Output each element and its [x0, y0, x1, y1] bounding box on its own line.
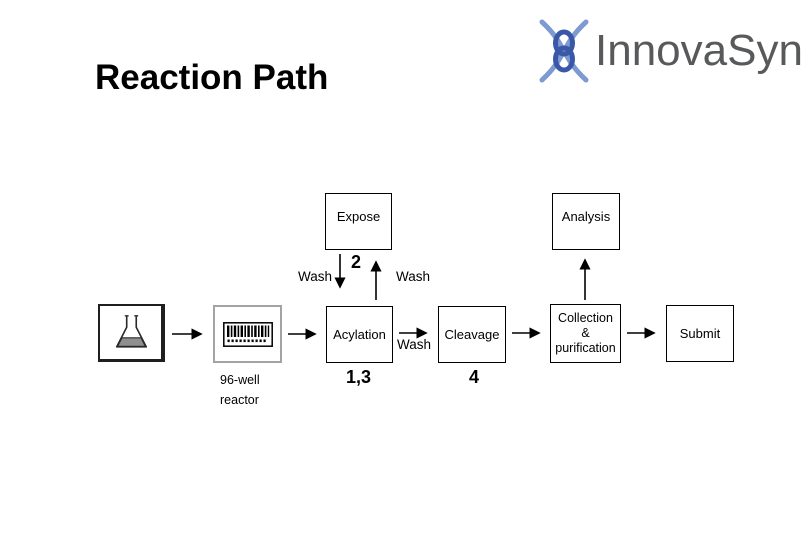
innovasyn-logo: InnovaSyn: [537, 17, 803, 85]
flow-box-flask: [98, 304, 165, 362]
wash-label-between: Wash: [397, 337, 432, 352]
flow-box-acylation: Acylation: [326, 306, 393, 363]
wash-label-down: Wash: [298, 269, 333, 284]
96-well-plate-icon: [222, 321, 273, 347]
flow-box-reactor: [213, 305, 282, 363]
flow-box-cleavage: Cleavage: [438, 306, 506, 363]
innovasyn-mark-icon: [539, 19, 589, 83]
page-title: Reaction Path: [95, 58, 329, 97]
step-number-2: 2: [351, 252, 362, 272]
erlenmeyer-flask-icon: [115, 314, 147, 348]
flow-box-collection-purification: Collection & purification: [550, 304, 621, 363]
flow-box-expose: Expose: [325, 193, 392, 250]
logo-text: InnovaSyn: [595, 26, 803, 75]
step-number-1-3: 1,3: [346, 367, 372, 387]
reactor-caption: 96-well reactor: [220, 373, 260, 408]
wash-label-up: Wash: [396, 269, 431, 284]
flow-box-analysis: Analysis: [552, 193, 620, 250]
step-number-4: 4: [469, 367, 480, 387]
flow-box-submit: Submit: [666, 305, 734, 362]
